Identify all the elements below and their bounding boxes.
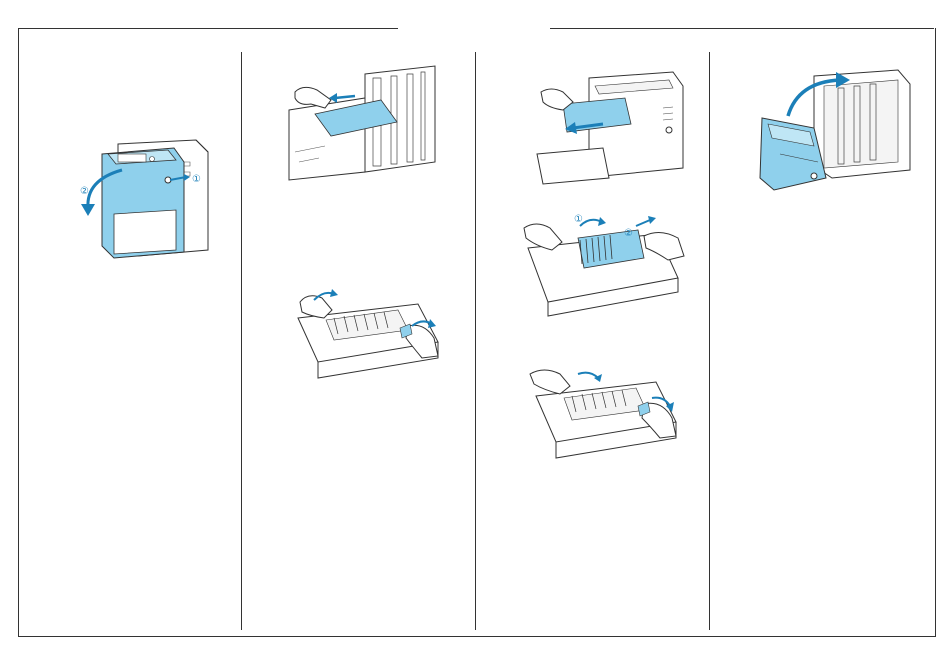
top-rule-left	[18, 28, 398, 29]
illustration-remove-paper-interior	[285, 62, 455, 187]
illustration-close-front-cover	[758, 66, 918, 196]
illustration-open-front-cover: ① ②	[78, 132, 218, 262]
step-marker-1: ①	[192, 174, 201, 185]
illustration-fuser-levers	[288, 282, 448, 400]
top-rule-right	[550, 28, 934, 29]
step-marker-2: ②	[624, 228, 633, 239]
illustration-fuser-levers-lower	[522, 360, 687, 478]
column-divider-1	[241, 52, 242, 630]
illustration-paper-guide-lift: ① ②	[518, 208, 688, 333]
column-divider-2	[475, 52, 476, 630]
illustration-pull-paper-front	[533, 68, 688, 188]
step-marker-2: ②	[80, 186, 89, 197]
column-divider-3	[709, 52, 710, 630]
